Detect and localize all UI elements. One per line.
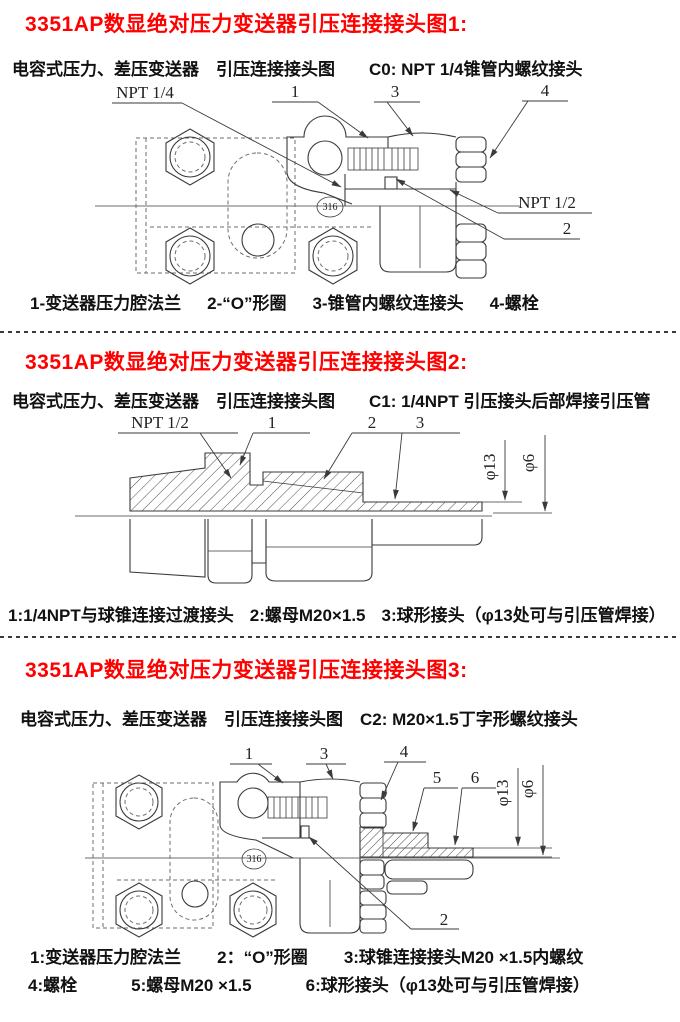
section-divider <box>0 331 680 333</box>
section1-subtitle: 电容式压力、差压变送器 引压连接接头图 C0: NPT 1/4锥管内螺纹接头 <box>12 60 583 79</box>
caption-item: 1-变送器压力腔法兰 <box>30 294 182 313</box>
d3-label-6: 6 <box>471 768 480 787</box>
caption-item: 5:螺母M20 ×1.5 <box>131 976 252 995</box>
diagram2-caption: 1:1/4NPT与球锥连接过渡接头 2:螺母M20×1.5 3:球形接头（φ13… <box>8 601 666 626</box>
d3-steel-label: 316 <box>247 854 262 865</box>
d1-lower-body <box>379 206 457 273</box>
d1-hex-bolts <box>165 128 358 285</box>
diagram1-caption: 1-变送器压力腔法兰 2-“O”形圈 3-锥管内螺纹连接头 4-螺栓 <box>30 289 539 314</box>
d3-lower-fittings <box>359 859 474 895</box>
d3-label-5: 5 <box>433 768 442 787</box>
d1-vent-hole <box>241 223 275 257</box>
d1-label-2: 2 <box>563 219 572 238</box>
d2-cone-seat-line <box>262 480 364 494</box>
d3-label-2: 2 <box>440 910 449 929</box>
d1-label-npt12: NPT 1/2 <box>518 193 576 212</box>
hex-bolt <box>115 774 163 830</box>
d1-label-4: 4 <box>541 82 550 100</box>
d3-threads <box>267 796 328 819</box>
caption-item: 4:螺栓 <box>28 976 78 995</box>
d3-label-3: 3 <box>320 744 329 763</box>
d1-connector-body <box>286 115 487 279</box>
caption-item: 4-螺栓 <box>489 294 539 313</box>
d1-label-3: 3 <box>391 82 400 101</box>
section2-subtitle: 电容式压力、差压变送器 引压连接接头图 C1: 1/4NPT 引压接头后部焊接引… <box>12 392 651 411</box>
diagram3-caption-row2: 4:螺栓 5:螺母M20 ×1.5 6:球形接头（φ13处可与引压管焊接） <box>28 971 590 996</box>
d1-collar-top <box>387 132 457 138</box>
d2-label-npt12: NPT 1/2 <box>131 415 189 432</box>
d3-dim-phi13: φ13 <box>493 780 512 807</box>
hex-bolt <box>229 882 277 938</box>
d3-material-mark: 316 <box>241 848 267 870</box>
d3-vent-hole <box>181 880 209 908</box>
d2-dimensions: φ13 φ6 <box>480 435 552 514</box>
section3-title: 3351AP数显绝对压力变送器引压连接接头图3: <box>25 659 468 682</box>
d3-label-4: 4 <box>400 742 409 761</box>
caption-item: 1:1/4NPT与球锥连接过渡接头 <box>8 606 234 625</box>
d1-labels: NPT 1/4 1 3 4 NPT 1/2 2 <box>112 82 592 240</box>
hex-bolt <box>115 882 163 938</box>
d3-dim-phi6: φ6 <box>518 780 537 798</box>
d1-oring-groove <box>384 176 398 190</box>
d3-collar-top <box>299 778 361 783</box>
diagram3-caption-row1: 1:变送器压力腔法兰 2：“O”形圈 3:球锥连接接头M20 ×1.5内螺纹 <box>30 943 583 968</box>
hex-bolt <box>165 128 215 186</box>
d2-label-2: 2 <box>368 415 377 432</box>
caption-item: 2-“O”形圈 <box>207 294 287 313</box>
d1-bolt-heads-top <box>455 136 487 183</box>
section-divider <box>0 636 680 638</box>
d3-bolt-heads-bottom <box>359 890 387 934</box>
d1-socket <box>344 174 457 206</box>
diagram2-welded-adapter: φ13 φ6 NPT 1/2 1 2 3 <box>75 415 552 584</box>
section2-title: 3351AP数显绝对压力变送器引压连接接头图2: <box>25 351 468 374</box>
d1-bore-hole <box>307 140 343 176</box>
d2-dim-phi6: φ6 <box>519 454 538 472</box>
d2-cross-section <box>129 452 483 512</box>
d1-flange-outline <box>135 137 372 274</box>
d3-connector-body <box>219 772 474 934</box>
d2-label-3: 3 <box>416 415 425 432</box>
caption-item: 2：“O”形圈 <box>217 948 308 967</box>
d3-label-1: 1 <box>245 744 254 763</box>
d3-hex-bolts <box>115 774 277 938</box>
d2-label-1: 1 <box>268 415 277 432</box>
d2-labels: NPT 1/2 1 2 3 <box>118 415 460 500</box>
d3-dimensions: φ13 φ6 <box>473 765 552 858</box>
d1-material-mark: 316 <box>316 196 344 218</box>
d1-label-npt14: NPT 1/4 <box>116 83 174 102</box>
hex-bolt <box>308 227 358 285</box>
caption-item: 3-锥管内螺纹连接头 <box>312 294 464 313</box>
d2-lower-outline <box>129 519 483 584</box>
d3-labels: 1 3 4 5 6 2 <box>230 742 496 930</box>
d3-flange-outline <box>92 782 277 929</box>
caption-item: 2:螺母M20×1.5 <box>249 606 366 625</box>
d1-bolt-heads-bottom <box>455 223 487 279</box>
section3-subtitle: 电容式压力、差压变送器 引压连接接头图 C2: M20×1.5丁字形螺纹接头 <box>20 710 578 729</box>
d1-threads <box>347 147 419 171</box>
d1-steel-label: 316 <box>323 202 338 213</box>
d3-bore-hole <box>237 787 269 819</box>
caption-item: 1:变送器压力腔法兰 <box>30 948 182 967</box>
caption-item: 3:球锥连接接头M20 ×1.5内螺纹 <box>343 948 584 967</box>
d3-bolt-heads-top <box>359 782 387 829</box>
diagram1-npt-connector: 316 NPT 1/4 1 3 4 NPT 1/2 2 <box>95 82 592 285</box>
diagram3-tee-connector: 316 φ13 φ6 1 3 4 5 6 2 <box>85 742 560 938</box>
caption-item: 6:球形接头（φ13处可与引压管焊接） <box>305 976 590 995</box>
caption-item: 3:球形接头（φ13处可与引压管焊接） <box>381 606 666 625</box>
d3-nut-and-pipe-section <box>359 826 474 858</box>
section1-title: 3351AP数显绝对压力变送器引压连接接头图1: <box>25 13 468 36</box>
d3-oring-groove <box>300 825 310 839</box>
d2-dim-phi13: φ13 <box>480 454 499 481</box>
d1-label-1: 1 <box>291 82 300 101</box>
hex-bolt <box>165 227 215 285</box>
